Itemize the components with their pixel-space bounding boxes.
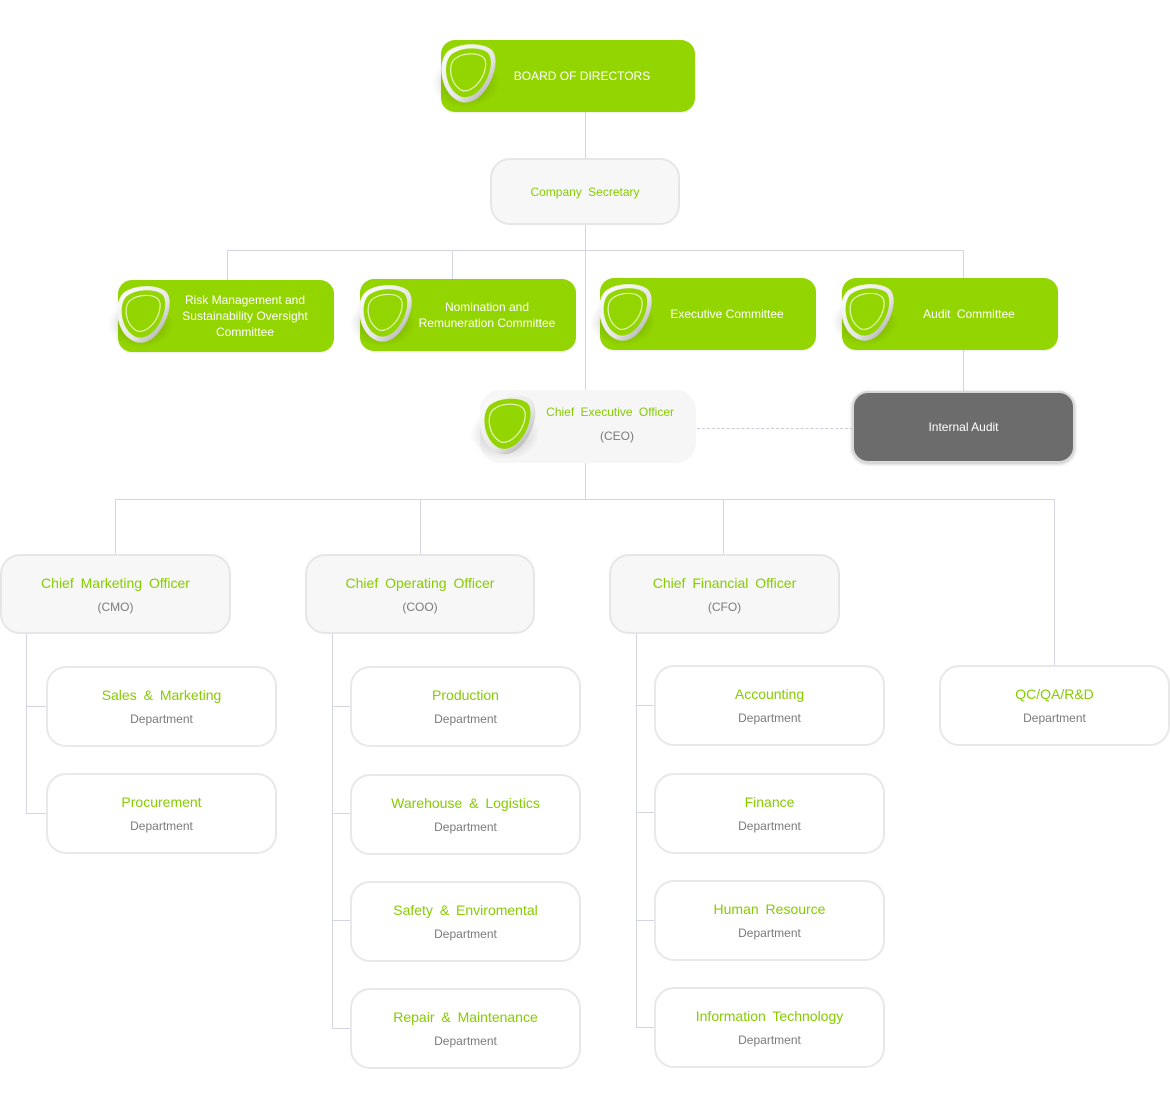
- committee-label-line: Sustainability Oversight: [182, 309, 308, 323]
- company-secretary-label: Company Secretary: [530, 184, 640, 199]
- department-type: Department: [434, 1034, 497, 1048]
- connector-cfo-dept-3: [636, 920, 656, 921]
- rounded-triangle-badge-icon: [590, 280, 658, 348]
- department-node[interactable]: Warehouse & Logistics Department: [350, 774, 581, 855]
- department-node[interactable]: Information Technology Department: [654, 987, 885, 1068]
- connector-secretary-ceo: [585, 224, 586, 392]
- department-node[interactable]: Human Resource Department: [654, 880, 885, 961]
- department-node[interactable]: Production Department: [350, 666, 581, 747]
- cfo-title: Chief Financial Officer: [652, 574, 797, 591]
- department-name: Information Technology: [695, 1008, 844, 1024]
- connector-qc: [1054, 499, 1055, 667]
- coo-node[interactable]: Chief Operating Officer (COO): [305, 554, 535, 634]
- connector-coo-dept-3: [332, 920, 352, 921]
- department-type: Department: [434, 712, 497, 726]
- department-name: Procurement: [121, 794, 202, 810]
- committee-label-line: Committee: [215, 325, 274, 339]
- committee-label-line: Risk Management and: [184, 293, 306, 307]
- connector-audit-internal: [963, 350, 964, 392]
- department-node[interactable]: Accounting Department: [654, 665, 885, 746]
- department-type: Department: [434, 927, 497, 941]
- coo-title: Chief Operating Officer: [345, 574, 495, 591]
- cfo-abbr: (CFO): [707, 599, 742, 614]
- connector-coo: [420, 499, 421, 555]
- department-name: Accounting: [734, 686, 805, 702]
- connector-cfo-dept-1: [636, 705, 656, 706]
- department-type: Department: [738, 711, 801, 725]
- department-type: Department: [738, 926, 801, 940]
- department-name: Production: [432, 687, 499, 703]
- department-name: Warehouse & Logistics: [391, 795, 540, 811]
- department-node[interactable]: Repair & Maintenance Department: [350, 988, 581, 1069]
- connector-cfo-dept-2: [636, 812, 656, 813]
- connector-cmo-branch: [26, 633, 27, 814]
- connector-committee-2: [452, 250, 453, 280]
- connector-committees-horizontal: [227, 250, 964, 251]
- connector-ceo-internal-audit-dashed: [697, 428, 853, 429]
- rounded-triangle-badge-icon: [470, 390, 542, 462]
- rounded-triangle-badge-icon: [350, 281, 418, 349]
- department-node[interactable]: Safety & Enviromental Department: [350, 881, 581, 962]
- internal-audit-node[interactable]: Internal Audit: [852, 391, 1075, 463]
- ceo-title: Chief Executive Officer: [546, 404, 674, 419]
- connector-coo-dept-2: [332, 813, 352, 814]
- cmo-title: Chief Marketing Officer: [41, 574, 190, 591]
- connector-cmo: [115, 499, 116, 555]
- committee-nomination-label: Nomination and Remuneration Committee: [369, 299, 568, 331]
- department-type: Department: [434, 820, 497, 834]
- cmo-node[interactable]: Chief Marketing Officer (CMO): [0, 554, 231, 634]
- department-type: Department: [738, 1033, 801, 1047]
- department-name: Safety & Enviromental: [393, 902, 538, 918]
- department-type: Department: [1023, 711, 1086, 725]
- connector-cfo-dept-4: [636, 1027, 656, 1028]
- board-of-directors-label: BOARD OF DIRECTORS: [513, 69, 651, 83]
- department-name: Repair & Maintenance: [393, 1009, 538, 1025]
- department-name: Sales & Marketing: [101, 687, 222, 703]
- department-type: Department: [130, 819, 193, 833]
- committee-audit-label: Audit Committee: [923, 307, 1015, 321]
- connector-cmo-dept-2: [26, 813, 48, 814]
- ceo-abbr: (CEO): [600, 428, 634, 443]
- committee-executive-label: Executive Committee: [670, 307, 784, 321]
- department-name: QC/QA/R&D: [1015, 686, 1094, 702]
- connector-cfo: [723, 499, 724, 555]
- committee-risk-management-label: Risk Management and Sustainability Overs…: [132, 292, 319, 340]
- department-node[interactable]: Procurement Department: [46, 773, 277, 854]
- connector-cfo-branch: [636, 633, 637, 1028]
- connector-coo-dept-4: [332, 1028, 352, 1029]
- connector-officers-horizontal: [115, 499, 1055, 500]
- cfo-node[interactable]: Chief Financial Officer (CFO): [609, 554, 840, 634]
- rounded-triangle-badge-icon: [432, 40, 502, 110]
- department-type: Department: [738, 819, 801, 833]
- committee-label-line: Nomination and: [444, 300, 530, 314]
- internal-audit-label: Internal Audit: [928, 420, 999, 434]
- rounded-triangle-badge-icon: [108, 282, 176, 350]
- company-secretary-node[interactable]: Company Secretary: [490, 158, 680, 225]
- connector-board-secretary: [585, 112, 586, 159]
- committee-label-line: Remuneration Committee: [418, 316, 556, 330]
- department-name: Human Resource: [713, 901, 826, 917]
- connector-committee-1: [227, 250, 228, 280]
- department-node[interactable]: Finance Department: [654, 773, 885, 854]
- cmo-abbr: (CMO): [97, 599, 134, 614]
- connector-committee-4: [963, 250, 964, 280]
- qc-qa-rd-department-node[interactable]: QC/QA/R&D Department: [939, 665, 1170, 746]
- connector-coo-dept-1: [332, 706, 352, 707]
- connector-ceo-officers: [585, 462, 586, 500]
- connector-coo-branch: [332, 633, 333, 1029]
- department-type: Department: [130, 712, 193, 726]
- rounded-triangle-badge-icon: [832, 280, 900, 348]
- department-name: Finance: [744, 794, 795, 810]
- coo-abbr: (COO): [402, 599, 438, 614]
- department-node[interactable]: Sales & Marketing Department: [46, 666, 277, 747]
- connector-cmo-dept-1: [26, 706, 48, 707]
